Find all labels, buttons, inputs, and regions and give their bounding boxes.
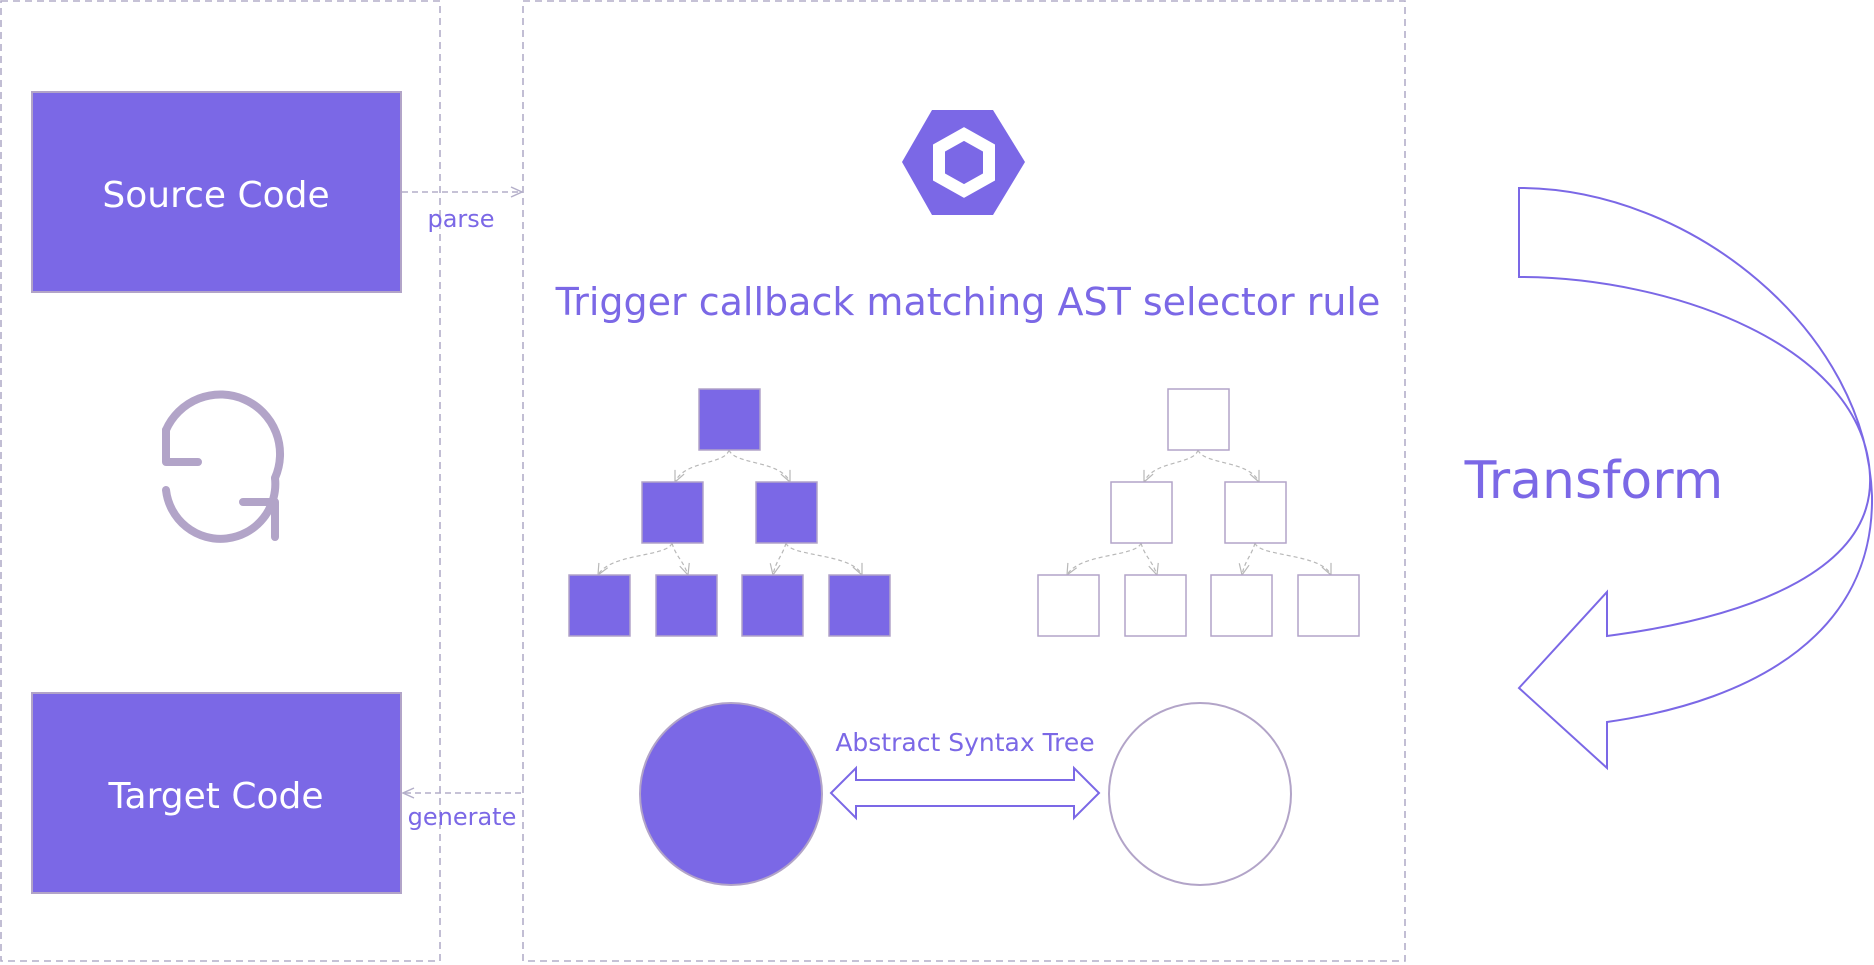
selector-rule-title: Trigger callback matching AST selector r… [555, 280, 1381, 324]
left-dashed-panel [0, 0, 441, 962]
source-code-node: Source Code [31, 91, 402, 293]
outline-tree [1037, 388, 1360, 637]
eslint-hexagon-icon [902, 110, 1025, 215]
transform-label: Transform [1464, 451, 1724, 511]
tree-node [828, 574, 891, 637]
tree-node [655, 574, 718, 637]
tree-node [1037, 574, 1100, 637]
generate-label: generate [408, 803, 517, 831]
tree-node [1110, 481, 1173, 544]
outline-ast-circle [1108, 702, 1292, 886]
tree-node [1167, 388, 1230, 451]
filled-tree [568, 388, 891, 637]
tree-node [1210, 574, 1273, 637]
target-code-node: Target Code [31, 692, 402, 894]
double-headed-arrow-icon [829, 765, 1101, 821]
tree-node [1224, 481, 1287, 544]
filled-ast-circle [639, 702, 823, 886]
transform-curved-arrow-icon [1517, 186, 1874, 771]
tree-node [1297, 574, 1360, 637]
target-code-label: Target Code [108, 776, 324, 817]
tree-node [1124, 574, 1187, 637]
tree-node [755, 481, 818, 544]
tree-node [741, 574, 804, 637]
parse-label: parse [427, 205, 494, 233]
tree-node [641, 481, 704, 544]
source-code-label: Source Code [102, 175, 329, 216]
tree-node [698, 388, 761, 451]
center-dashed-panel [522, 0, 1406, 962]
refresh-icon [162, 390, 285, 543]
ast-label: Abstract Syntax Tree [835, 728, 1094, 757]
tree-node [568, 574, 631, 637]
